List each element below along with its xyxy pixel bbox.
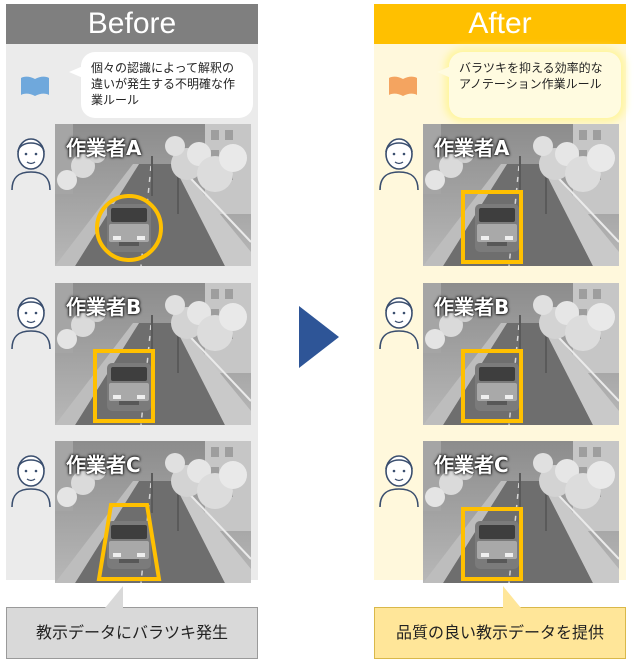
person-icon [8, 449, 54, 509]
street-image [423, 283, 619, 425]
street-image [55, 283, 251, 425]
worker-label: 作業者C [66, 453, 141, 477]
after-panel: After バラツキを抑える効率的なアノテーション作業ルール 作業者A 作業者B… [374, 4, 626, 580]
person-icon [376, 291, 422, 351]
street-image [55, 124, 251, 266]
after-worker-a: 作業者A [374, 124, 626, 270]
after-speech-bubble: バラツキを抑える効率的なアノテーション作業ルール [437, 52, 621, 118]
person-icon [8, 291, 54, 351]
street-image [55, 441, 251, 583]
person-icon [8, 132, 54, 192]
after-callout: 品質の良い教示データを提供 [374, 586, 626, 659]
person-icon [376, 449, 422, 509]
before-speech-bubble: 個々の認識によって解釈の違いが発生する不明確な作業ルール [69, 52, 253, 118]
after-header: After [374, 4, 626, 44]
annotation-rectangle [461, 349, 523, 423]
annotation-circle [95, 194, 163, 262]
book-icon [20, 74, 50, 98]
worker-label: 作業者A [434, 136, 510, 160]
right-arrow-icon [299, 306, 339, 368]
before-worker-b: 作業者B [6, 283, 258, 429]
before-worker-c: 作業者C [6, 441, 258, 587]
after-bubble-text: バラツキを抑える効率的なアノテーション作業ルール [459, 61, 603, 91]
worker-label: 作業者C [434, 453, 509, 477]
person-icon [376, 132, 422, 192]
worker-label: 作業者B [66, 295, 142, 319]
before-callout-text: 教示データにバラツキ発生 [35, 623, 228, 642]
before-panel: Before 個々の認識によって解釈の違いが発生する不明確な作業ルール 作業者A… [6, 4, 258, 580]
annotation-rectangle [93, 349, 155, 423]
annotation-rectangle [461, 507, 523, 581]
annotation-rectangle [461, 190, 523, 264]
book-icon [388, 74, 418, 98]
annotation-trapezoid [96, 503, 162, 581]
street-image [423, 441, 619, 583]
before-bubble-text: 個々の認識によって解釈の違いが発生する不明確な作業ルール [91, 61, 236, 107]
street-image [423, 124, 619, 266]
before-callout: 教示データにバラツキ発生 [6, 586, 258, 659]
after-worker-b: 作業者B [374, 283, 626, 429]
after-worker-c: 作業者C [374, 441, 626, 587]
before-worker-a: 作業者A [6, 124, 258, 270]
after-callout-text: 品質の良い教示データを提供 [395, 623, 604, 642]
worker-label: 作業者B [434, 295, 510, 319]
worker-label: 作業者A [66, 136, 142, 160]
before-header: Before [6, 4, 258, 44]
